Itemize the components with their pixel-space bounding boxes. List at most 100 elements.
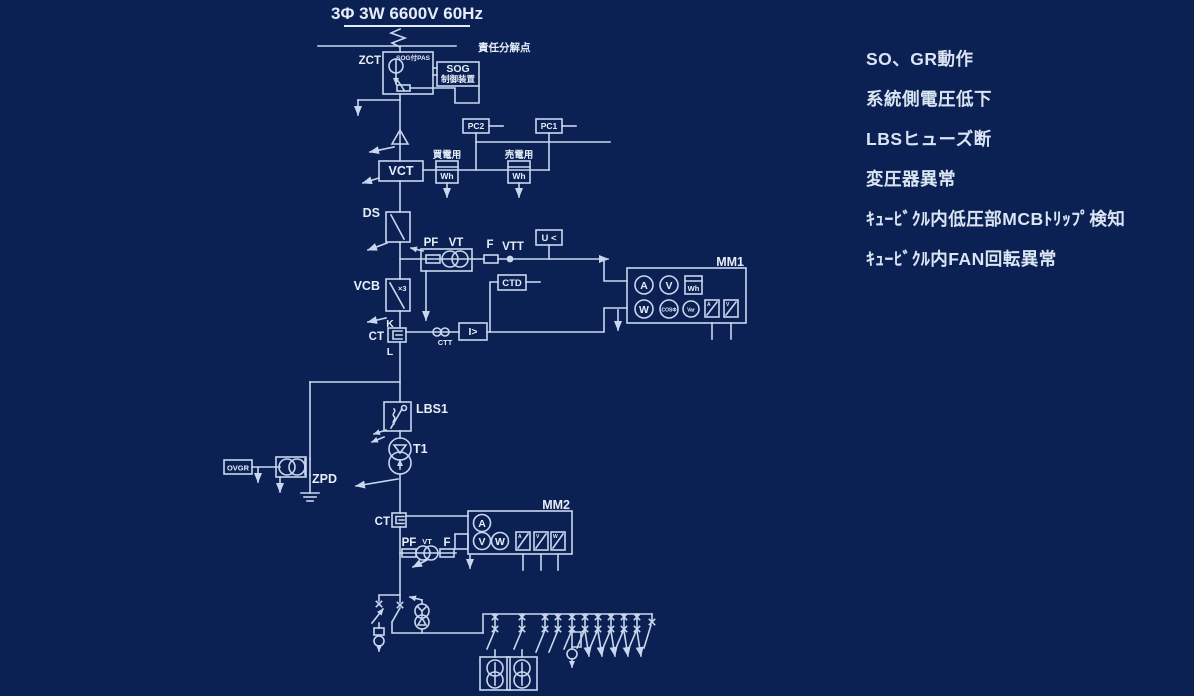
f2-label: F: [443, 537, 450, 549]
sog-controller: SOG 制御装置: [432, 61, 480, 87]
ovgr-label: OVGR: [227, 464, 250, 473]
voltmeter: [659, 275, 679, 295]
vtt-label: VTT: [502, 241, 524, 253]
pfvt-branch-2: PF VT F: [399, 533, 469, 569]
ammeter: [634, 275, 654, 295]
demarcation-label: 責任分解点: [478, 41, 531, 54]
mm2-panel: MM2 A V W A V W: [466, 498, 573, 571]
wattmeter-2-label: W: [495, 536, 505, 548]
uv-relay-label: U <: [541, 233, 557, 244]
vct-label: VCT: [389, 164, 414, 178]
pf-fuse: [425, 254, 441, 264]
pas-switch: SOG付PAS ZCT SOG 制御装置: [359, 51, 480, 104]
pc2-unit: PC2: [462, 118, 504, 171]
vt-symbol: [441, 250, 459, 268]
as2-label: A: [518, 534, 522, 540]
wattmeter-selector-switch-2: W: [550, 531, 566, 551]
f-fuse: [483, 254, 499, 264]
aux-transformer: [409, 595, 430, 634]
vct-metering: VCT 買電用 Wh 売電用 Wh PC2 PC1: [361, 118, 611, 198]
terminal-block: [454, 533, 469, 550]
wh-meter-sell: 売電用 Wh: [505, 149, 533, 198]
vct-box: [378, 160, 424, 182]
var-meter: [682, 300, 700, 318]
ds-disconnector: DS: [363, 180, 411, 280]
delta-winding: [392, 444, 408, 455]
mm2-label: MM2: [542, 498, 570, 512]
voltmeter-selector-switch: V: [723, 299, 739, 318]
ctd-label: CTD: [502, 278, 522, 289]
vt-label: VT: [449, 237, 464, 249]
alarm-fan: ｷｭｰﾋﾞｸﾙ内FAN回転異常: [866, 249, 1057, 269]
wattmeter-2: [490, 531, 510, 551]
schematic-canvas: 3Φ 3W 6600V 60Hz 責任分解点 SOG付PAS ZCT SOG 制…: [223, 4, 747, 691]
mm1-label: MM1: [716, 255, 744, 269]
vcb-label: VCB: [354, 279, 380, 293]
ammeter-label: A: [640, 280, 648, 292]
feeder-arrow-4: [614, 612, 631, 657]
ds-label: DS: [363, 206, 380, 220]
feeder-elb: [562, 612, 582, 668]
f-label: F: [486, 239, 493, 251]
vt2-symbol: [415, 545, 431, 561]
lv-section: [370, 526, 657, 691]
feeder-arrow-3: [601, 612, 618, 657]
pc1-label: PC1: [541, 121, 558, 131]
sog-label-1: SOG: [446, 63, 469, 75]
wh-meter-buy: 買電用 Wh: [433, 149, 461, 198]
lbs1-switch: LBS1: [370, 401, 448, 444]
wh-counter: [684, 275, 703, 295]
incoming-source: 3Φ 3W 6600V 60Hz 責任分解点: [317, 4, 531, 54]
voltmeter-label: V: [665, 280, 672, 292]
vt2-label: VT: [422, 537, 432, 546]
ammeter-2-label: A: [478, 518, 486, 530]
alarm-grid-undervoltage: 系統側電圧低下: [866, 89, 992, 109]
t1-label: T1: [413, 442, 428, 456]
vs-label: V: [726, 302, 730, 308]
ct-main: K CT L: [369, 318, 407, 358]
upper-trunk: [354, 93, 410, 162]
ct2-label: CT: [375, 516, 390, 528]
ws2-label: W: [553, 534, 558, 540]
oc-relay-label: I>: [468, 326, 477, 338]
zpd-label: ZPD: [312, 472, 337, 486]
wattmeter: [634, 299, 654, 319]
zpd-symbol: [275, 456, 307, 478]
pfvt-branch: PF VT F VTT U <: [399, 229, 628, 321]
feeder-plain-2: [547, 612, 563, 654]
feeder-arrow-5: [627, 612, 644, 657]
alarm-transformer: 変圧器異常: [866, 169, 956, 189]
feeder-capacitor-1: [479, 612, 511, 691]
alarm-so-gr: SO、GR動作: [866, 49, 974, 69]
feeder-plain-1: [534, 612, 550, 654]
ct-label: CT: [369, 331, 384, 343]
zct-label: ZCT: [359, 55, 381, 67]
ammeter-2: [472, 513, 492, 533]
wh-sell-label: Wh: [512, 171, 525, 181]
pf2-label: PF: [402, 537, 417, 549]
sog-label-2: 制御装置: [441, 74, 476, 84]
feeder-arrow-1: [575, 612, 592, 657]
pc2-label: PC2: [468, 121, 485, 131]
ct2-symbol: [391, 512, 407, 528]
vtt-tap: [506, 255, 514, 263]
feeder-capacitor-2: [506, 612, 538, 691]
ammeter-selector-switch-2: A: [515, 531, 531, 551]
undervoltage-relay: U <: [535, 229, 563, 260]
feeder-zct-symbol: [566, 648, 578, 660]
ct-secondary-circuit: CTT I> CTD: [405, 274, 628, 347]
alarm-mcb-trip: ｷｭｰﾋﾞｸﾙ内低圧部MCBﾄﾘｯﾌﾟ検知: [866, 209, 1126, 229]
mm1-panel: MM1 A V Wh W COSΦ Var A V: [626, 255, 747, 340]
voltmeter-selector-switch-2: V: [533, 531, 549, 551]
ground-symbol: [300, 492, 320, 502]
ctd-unit: CTD: [489, 274, 541, 333]
feeder-bus-end: [643, 613, 657, 649]
wh-counter-label: Wh: [688, 284, 700, 293]
alarm-list: SO、GR動作 系統側電圧低下 LBSヒューズ断 変圧器異常 ｷｭｰﾋﾞｸﾙ内低…: [866, 46, 1125, 271]
vcb-aux-label: ×3: [398, 284, 407, 293]
powerfactor-label: COSΦ: [662, 308, 677, 314]
ctt-label: CTT: [438, 338, 453, 347]
voltmeter-2: [472, 531, 492, 551]
as-label: A: [707, 302, 711, 308]
